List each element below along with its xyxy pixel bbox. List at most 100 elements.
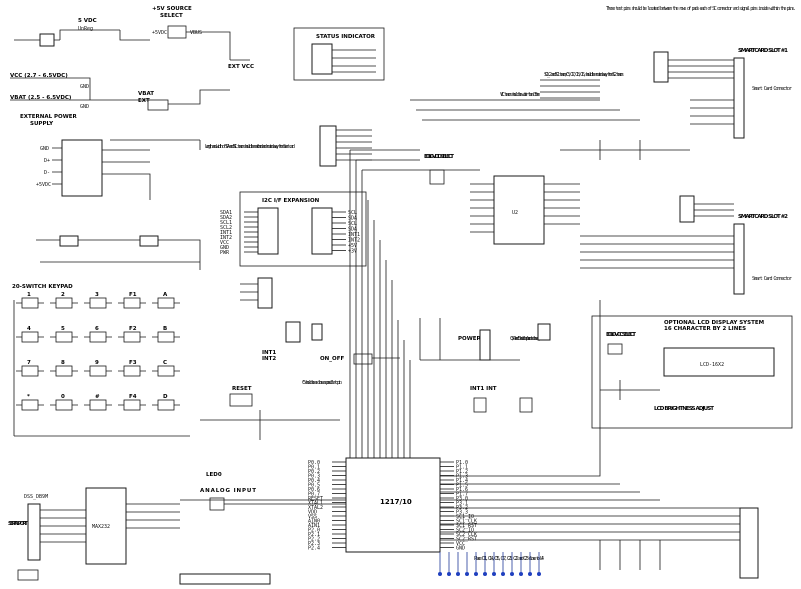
pin-label: SDA [348, 227, 357, 233]
keypad-key-label: 4 [27, 326, 31, 332]
test-point[interactable] [492, 572, 496, 576]
label-external-power: EXTERNAL POWER [20, 114, 78, 120]
keypad-switch[interactable] [55, 331, 73, 343]
label-vbus: VBUS [190, 30, 202, 36]
test-point[interactable] [528, 572, 532, 576]
label-int1: INT1 [262, 350, 276, 356]
note-place: Place C11, C14, C15, C17, C21, C22 and C… [474, 556, 544, 562]
keypad-switch[interactable] [89, 399, 107, 411]
pin-label: SCL1 [220, 220, 232, 226]
test-point[interactable] [537, 572, 541, 576]
label-5vdc: 5 VDC [78, 18, 97, 24]
mcu-right-pins: P1.0P1.1P1.2P1.3P1.4P1.5P1.6P1.7P3.0P3.1… [440, 460, 477, 552]
jumper-5v-source[interactable] [167, 25, 187, 39]
test-point[interactable] [438, 572, 442, 576]
pin-label: P2.2 [308, 537, 320, 543]
label-5vdc-pin: +5VDC [36, 182, 51, 188]
jumper-e010-vcc[interactable] [607, 343, 623, 355]
keypad-key-label: C [163, 360, 167, 366]
label-reset: RESET [232, 386, 252, 392]
label-unreg: UnReg [78, 26, 93, 32]
keypad-switch[interactable] [157, 365, 175, 377]
switch-int1[interactable] [473, 397, 487, 413]
keypad-switch[interactable] [123, 297, 141, 309]
mcu-chip [345, 457, 441, 553]
mcu-left-pins: P0.0P0.1P0.2P0.3P0.4P0.5P0.6P0.7RESETXTA… [308, 460, 346, 552]
test-point[interactable] [510, 572, 514, 576]
test-points-row [438, 552, 541, 576]
test-point[interactable] [483, 572, 487, 576]
pin-label: SCL [348, 210, 357, 216]
keypad-switch[interactable] [89, 365, 107, 377]
test-point[interactable] [474, 572, 478, 576]
label-ds232: DSS_DB9M [24, 494, 48, 500]
keypad-switch[interactable] [55, 297, 73, 309]
keypad-switch[interactable] [123, 365, 141, 377]
pin-label: P3.1 [456, 501, 468, 507]
smartcard-slot-2: SMARTCARD SLOT #2 Smart Card Connector [580, 195, 792, 295]
label-max232: MAX232 [92, 524, 110, 530]
label-i2c-expansion: I2C I/F EXPANSION [262, 198, 320, 204]
label-smartcard1: SMARTCARD SLOT #1 [738, 48, 788, 54]
keypad-switch[interactable] [123, 331, 141, 343]
reset-button[interactable] [229, 393, 253, 407]
label-supply: SUPPLY [30, 121, 54, 127]
note-sc: SC1_C2 and SC1 traces/C3, C17, C18, C16,… [544, 72, 624, 78]
pin-label: SC2_IO [456, 528, 474, 534]
pin-label: SC1_RST [456, 523, 477, 529]
lcd-display [663, 347, 775, 377]
pin-label: P1.1 [456, 465, 468, 471]
pin-label: INT2 [220, 235, 232, 241]
keypad-key-label: 2 [61, 292, 65, 298]
pin-label: P1.0 [456, 460, 468, 466]
label-vcc-range: VCC (2.7 - 6.5VDC) [10, 73, 68, 79]
header-stack: Length and width of SDA and SCL traces s… [205, 125, 372, 167]
keypad-switch[interactable] [21, 297, 39, 309]
keypad-switch[interactable] [157, 331, 175, 343]
label-serial-port: SERIAL PORT [8, 521, 28, 527]
pin-label: SDA2 [220, 215, 232, 221]
label-gnd-2: GND [80, 104, 89, 110]
pin-label: SC2_CLK [456, 532, 477, 538]
label-sc-connector-2: Smart Card Connector [752, 276, 792, 282]
keypad-switch[interactable] [89, 331, 107, 343]
keypad-switch[interactable] [157, 297, 175, 309]
pin-label: P1.5 [456, 483, 468, 489]
keypad-switch[interactable] [157, 399, 175, 411]
test-point[interactable] [456, 572, 460, 576]
pin-label: SCL [348, 221, 357, 227]
pin-label: SCL2 [220, 225, 232, 231]
pin-label: INT1 [220, 230, 232, 236]
jumper-vbat-select[interactable] [147, 99, 169, 111]
test-point[interactable] [465, 572, 469, 576]
keypad-switch[interactable] [21, 365, 39, 377]
power-input-section: 5 VDC UnReg +5V SOURCE SELECT +5VDC VBUS… [10, 6, 254, 150]
shutdown-jumper[interactable] [17, 569, 39, 581]
pin-label: P1.6 [456, 487, 468, 493]
keypad-switch[interactable] [55, 365, 73, 377]
pin-label: P0.7 [308, 492, 320, 498]
jumper-e010-vdd[interactable] [429, 169, 445, 185]
keypad-switch[interactable] [55, 399, 73, 411]
analog-led-block: LED0 ANALOG INPUT [180, 472, 346, 511]
keypad-key-label: 7 [27, 360, 31, 366]
keypad-switch[interactable] [21, 399, 39, 411]
pin-label: SC1_IO [456, 514, 474, 520]
keypad-switch[interactable] [21, 331, 39, 343]
pin-label: P0.0 [308, 460, 320, 466]
keypad-key-label: 5 [61, 326, 65, 332]
keypad-switch[interactable] [123, 399, 141, 411]
keypad-switch[interactable] [89, 297, 107, 309]
test-point[interactable] [519, 572, 523, 576]
test-point[interactable] [447, 572, 451, 576]
pin-label: SC1_CLK [456, 519, 477, 525]
test-point[interactable] [501, 572, 505, 576]
switch-on-off[interactable] [353, 353, 373, 365]
switch-int2[interactable] [519, 397, 533, 413]
bus-to-right [440, 300, 759, 579]
pin-label: +3V [348, 249, 357, 255]
e010-vdd-section: E010 VDD SELECT U2 SC1_C2 and SC1 traces… [424, 72, 624, 245]
label-select: SELECT [160, 13, 183, 19]
pin-label: SDA [348, 216, 357, 222]
